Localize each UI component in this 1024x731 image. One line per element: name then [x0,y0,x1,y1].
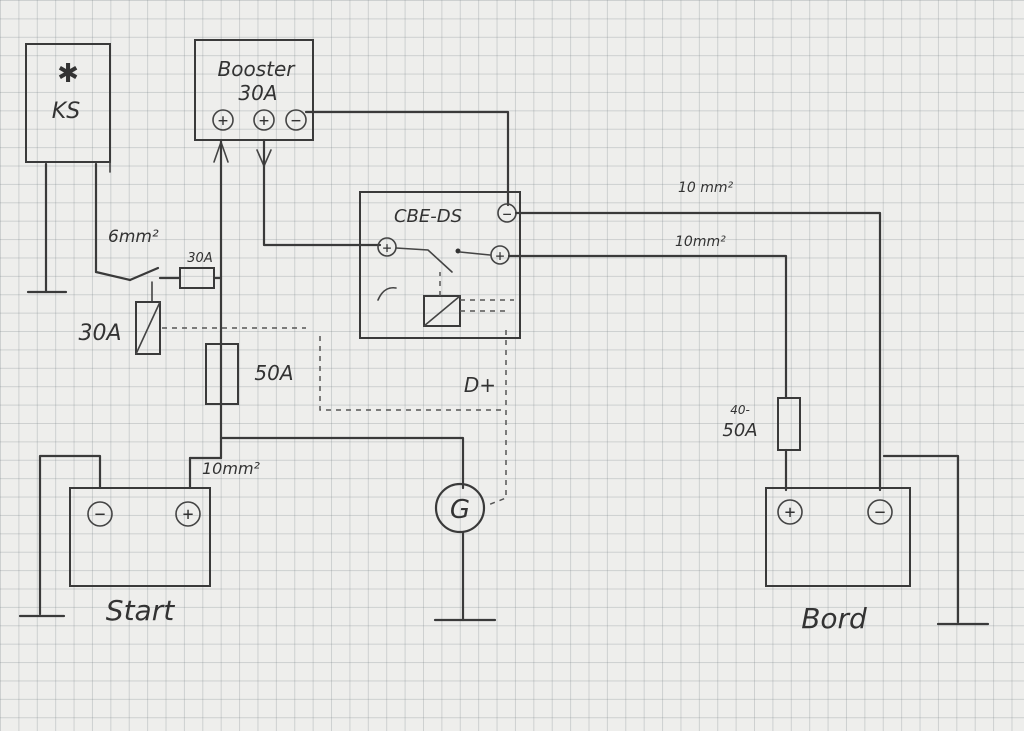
bord-plus-terminal [777,499,803,525]
dplus-to-generator [487,330,507,506]
relay-30a-label: 30A [78,321,121,346]
dplus-control-loop [319,336,506,411]
bord-battery-label: Bord [801,602,867,635]
booster-title: Booster [218,57,297,81]
bord-ground-wire [882,454,960,624]
booster-plus-terminal-1 [212,109,234,131]
booster-minus-label: − [291,111,301,131]
dplus-label: D+ [464,373,496,397]
switch-blade [128,266,160,282]
wire-label-10mm-start: 10mm² [202,459,261,478]
generator-symbol [434,482,486,534]
bord-fuse [777,397,801,451]
relay-coil-diagonal [423,295,461,327]
start-battery: − + Start [18,454,211,627]
booster-to-cbe-wire [262,138,382,247]
bord-minus-terminal [867,499,893,525]
booster-minus-wire [304,110,510,207]
start-plus-label: + [183,504,194,525]
bord-plus-label: + [785,502,796,523]
relay-30a-diagonal [135,301,161,355]
start-battery-label: Start [106,594,175,627]
booster-plus-2-label: + [259,111,269,131]
fuse-50a [205,343,239,405]
cbe-ds-unit: CBE-DS − + + [359,191,521,339]
cbe-ds-title: CBE-DS [394,206,462,227]
start-minus-label: − [95,504,106,525]
bord-plus-wire [507,254,788,400]
wire-label-10mm-top: 10 mm² [678,180,734,196]
wire-label-10mm-mid: 10mm² [675,234,726,250]
bord-fuse-label-bottom: 50A [722,420,757,441]
small-fuse-label: 30A [187,251,212,266]
cbe-minus-label: − [502,205,511,223]
ks-unit: ✱ KS [25,43,111,294]
ks-label: KS [52,99,80,124]
ks-box [25,43,111,163]
booster-minus-terminal [285,109,307,131]
start-ground-wire [38,454,102,616]
booster-rating: 30A [238,81,277,105]
bord-minus-label: − [875,502,886,523]
relay-coil-arc [377,286,397,301]
bord-minus-wire [514,211,882,492]
small-fuse [179,267,215,289]
start-to-generator-wire [219,436,465,490]
relay-contact-wire [459,251,491,256]
cbe-left-terminal [377,237,397,257]
fuse-50a-label: 50A [254,361,293,385]
start-minus-terminal [87,501,113,527]
booster-unit: Booster 30A + + − [194,39,314,168]
bord-fuse-label-top: 40- [730,403,750,417]
generator-label: G [450,495,470,525]
start-plus-terminal [175,501,201,527]
ks-to-switch-wire [94,270,132,282]
start-battery-box [69,487,211,587]
bord-battery-box [765,487,911,587]
bord-battery: + − Bord [765,454,990,635]
cbe-plus-label: + [495,247,504,265]
cbe-left-plus-label: + [382,239,391,257]
booster-plus-terminal-2 [253,109,275,131]
wire-label-6mm: 6mm² [108,227,159,247]
ks-symbol: ✱ [57,59,79,89]
cbe-ds-box [359,191,521,339]
relay-30a-box [135,301,161,355]
booster-box [194,39,314,141]
relay-switch-blade [395,247,453,273]
booster-plus-1-label: + [218,111,228,131]
